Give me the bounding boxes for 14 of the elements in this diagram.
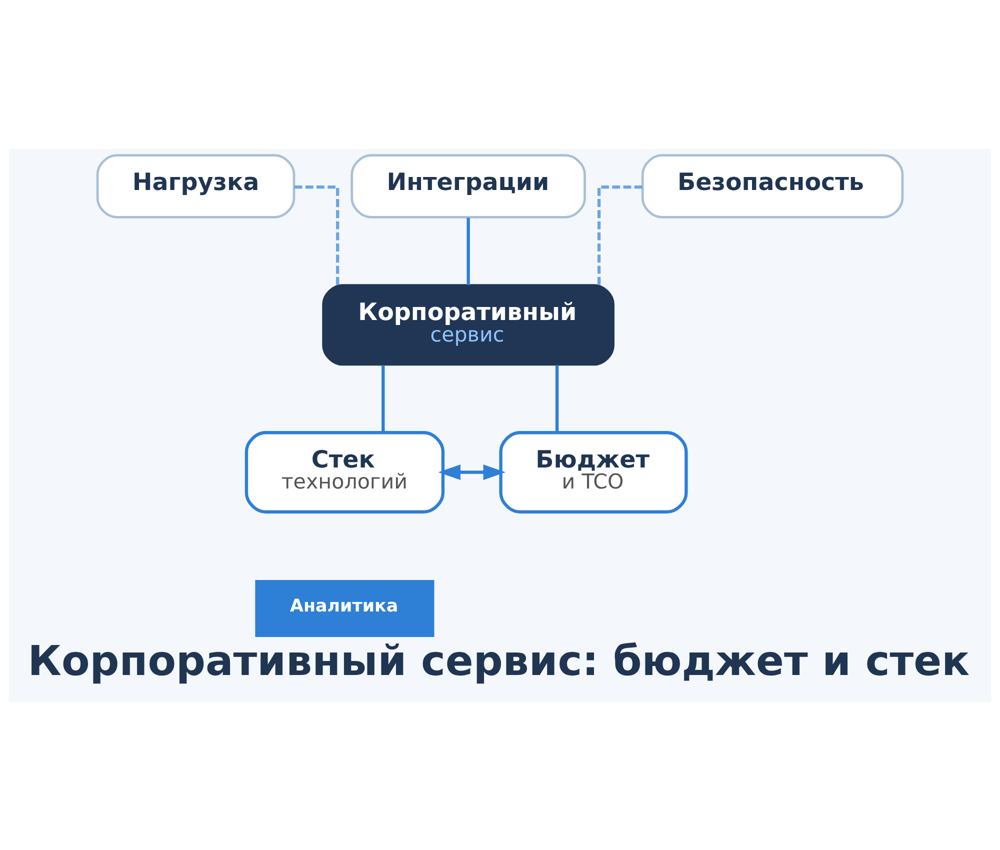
node-box: Безопасность — [641, 154, 904, 218]
node-box: Корпоративный сервис — [322, 284, 614, 366]
node-box: Нагрузка — [96, 154, 296, 218]
diagram-title: Корпоративный сервис: бюджет и стек — [28, 636, 970, 684]
connector — [555, 364, 559, 432]
arrow — [438, 464, 506, 480]
connector — [597, 184, 642, 285]
connector — [382, 364, 385, 432]
node-box: Стек технологий — [244, 430, 445, 513]
connector — [294, 184, 340, 285]
node-box: Интеграции — [350, 154, 586, 218]
label: Аналитика — [290, 596, 398, 616]
node-box: Бюджет и TCO — [499, 430, 688, 513]
connector — [466, 217, 470, 285]
